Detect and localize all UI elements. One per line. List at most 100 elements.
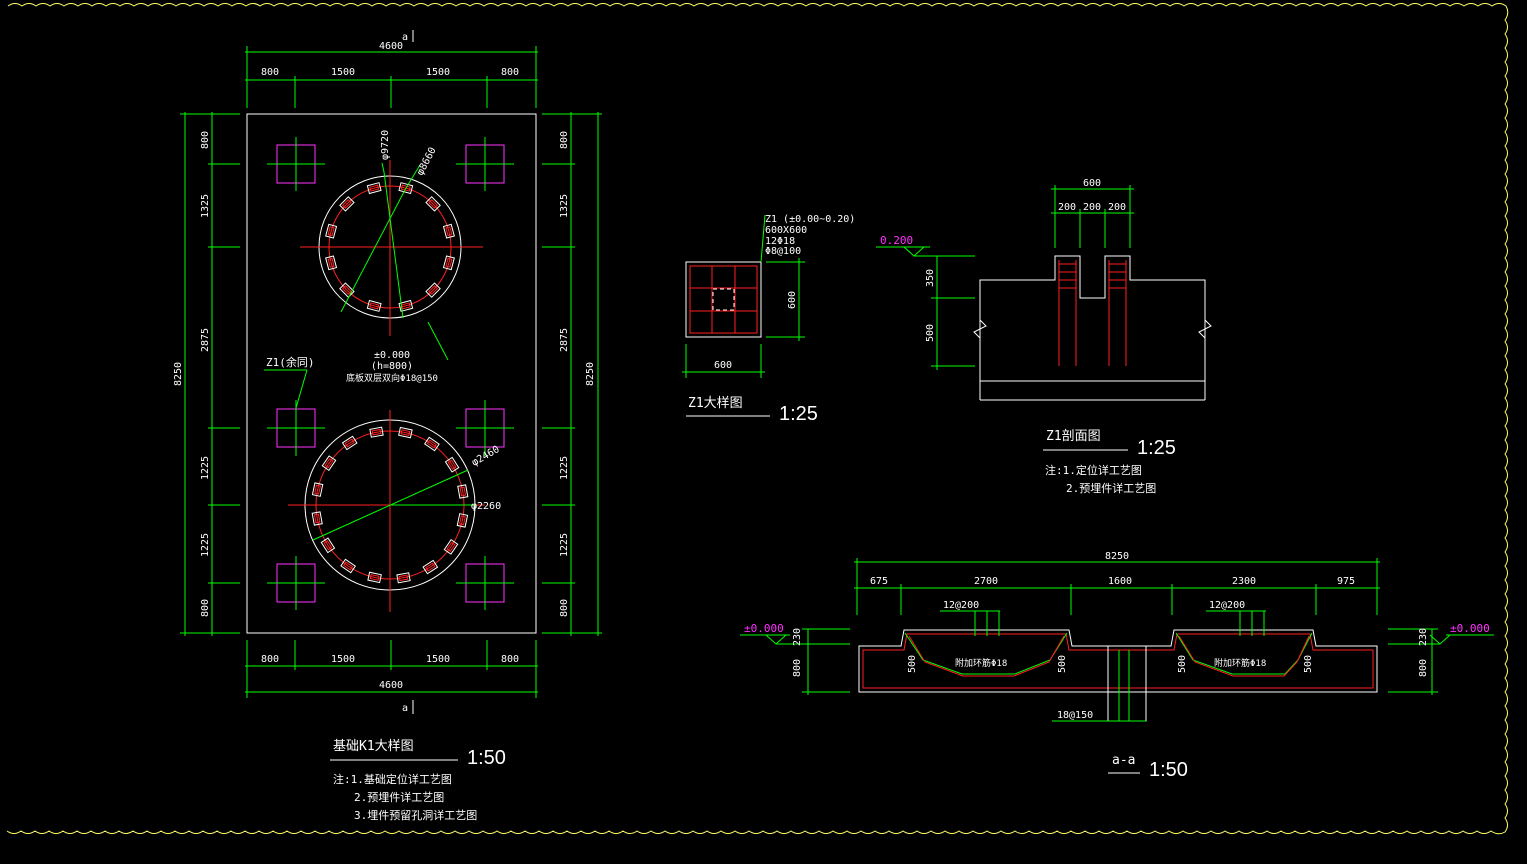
tank-rebar-block <box>366 299 382 312</box>
tank-rebar-block-inner <box>428 285 439 296</box>
section-aa-view: 8250 675 2700 1600 2300 975 12@200 1 <box>740 551 1494 781</box>
tank-rebar-block-inner <box>341 285 352 296</box>
tank-rebar-block <box>444 456 460 473</box>
tank-rebar-block <box>340 558 357 574</box>
tank-rebar-block <box>341 435 358 451</box>
z1-section-scale: 1:25 <box>1137 437 1176 459</box>
tank-rebar-block <box>398 426 413 439</box>
z1-section-break-marks <box>973 319 1212 339</box>
aa-elevation-right: ±0.000 <box>1450 622 1490 635</box>
tank-rebar-block-inner <box>341 198 352 209</box>
aa-bottom-rebar: 18@150 <box>1057 710 1093 721</box>
tank-rebar-block-inner <box>426 439 438 449</box>
z1-spec-4: Φ8@100 <box>765 246 801 257</box>
tank-rebar-block-inner <box>344 438 355 448</box>
tank-rebar-block <box>425 196 441 212</box>
k1-right-dim-6: 800 <box>559 599 570 617</box>
tank-rebar-block-inner <box>445 257 453 268</box>
k1-right-dim-3: 2875 <box>559 328 570 352</box>
aa-trough-depth-2: 500 <box>1057 655 1068 673</box>
tank-rebar-block <box>442 255 455 271</box>
k1-left-dim-2: 1325 <box>200 194 211 218</box>
k1-note-1: 注:1.基础定位详工艺图 <box>333 772 452 786</box>
k1-bottom-section-letter: a <box>402 703 408 714</box>
tank-rebar-block <box>367 571 382 584</box>
z1-spec-3: 12Φ18 <box>765 236 795 247</box>
k1-rebar-note: 底板双层双向Φ18@150 <box>346 372 438 384</box>
aa-rebar-right: 12@200 <box>1209 600 1245 611</box>
tank-rebar-block <box>311 511 323 526</box>
aa-trough-depth-3: 500 <box>1177 655 1188 673</box>
z1-section-elevation: 0.200 <box>880 234 913 247</box>
k1-left-dim-6: 800 <box>200 599 211 617</box>
k1-right-dimensions <box>542 112 602 636</box>
aa-left-elevation-dims <box>740 628 850 695</box>
tank-rebar-block-inner <box>324 457 334 469</box>
aa-dim-1: 675 <box>870 576 888 587</box>
z1-section-outline <box>979 255 1206 400</box>
aa-section-outline <box>858 629 1378 693</box>
aa-rebar-left: 12@200 <box>943 600 979 611</box>
aa-left-dim-2: 800 <box>792 659 803 677</box>
z1-section-left-dims <box>931 255 975 370</box>
k1-bottom-dim-3: 1500 <box>426 654 450 665</box>
z1-detail-scale: 1:25 <box>779 403 818 425</box>
z1-spec-2: 600X600 <box>765 225 807 236</box>
k1-right-dim-5: 1225 <box>559 533 570 557</box>
tank-rebar-block-inner <box>327 226 335 237</box>
aa-section-rebar-outline <box>862 633 1374 689</box>
tank-rebar-block <box>369 426 384 438</box>
aa-left-dim-1: 230 <box>792 628 803 646</box>
aa-right-elevation-dims <box>1388 628 1494 695</box>
k1-scale: 1:50 <box>467 747 506 769</box>
aa-top-dims <box>854 558 1380 615</box>
k1-bottom-dimensions <box>245 640 538 698</box>
aa-dim-2: 2700 <box>974 576 998 587</box>
tank-rebar-block <box>423 436 440 452</box>
k1-bottom-dim-2: 1500 <box>331 654 355 665</box>
k1-left-dim-3: 2875 <box>200 328 211 352</box>
z1-section-height-1: 350 <box>925 269 936 287</box>
z1-section-height-2: 500 <box>925 324 936 342</box>
z1-outline <box>685 261 762 338</box>
tank-rebar-block <box>321 455 337 472</box>
k1-left-dimensions <box>180 112 240 636</box>
k1-left-total-dim: 8250 <box>173 362 184 386</box>
tank-rebar-block-inner <box>428 198 439 209</box>
upper-tank-outer-dia: φ9720 <box>380 130 391 160</box>
tank-rebar-block-inner <box>369 302 380 310</box>
z1-section-view: 600 200 200 200 0.200 350 500 <box>876 178 1212 495</box>
tank-rebar-block <box>398 182 414 195</box>
tank-rebar-block-inner <box>314 484 321 495</box>
k1-bottom-dim-4: 800 <box>501 654 519 665</box>
tank-rebar-block <box>422 559 439 575</box>
aa-right-dim-1: 230 <box>1418 628 1429 646</box>
tank-rebar-block <box>325 223 338 239</box>
k1-left-dim-1: 800 <box>200 131 211 149</box>
z1-detail-title: Z1大样图 <box>688 396 743 411</box>
z1-center-hole <box>712 288 735 311</box>
tank-rebar-block-inner <box>342 561 354 571</box>
lower-tank-inner-dia: φ2260 <box>471 501 501 512</box>
tank-rebar-block <box>457 484 469 499</box>
tank-rebar-block-inner <box>369 184 380 192</box>
aa-scale: 1:50 <box>1149 759 1188 781</box>
k1-top-dim-2: 1500 <box>331 67 355 78</box>
aa-center-column <box>1052 645 1147 722</box>
k1-foundation-outline <box>246 113 537 634</box>
k1-top-section-mark: a <box>402 30 414 43</box>
z1-spec-1: Z1 (±0.00~0.20) <box>765 214 855 225</box>
k1-note-2: 2.预埋件详工艺图 <box>354 790 444 804</box>
k1-top-dim-3: 1500 <box>426 67 450 78</box>
k1-right-dim-2: 1325 <box>559 194 570 218</box>
tank-rebar-block <box>311 482 324 497</box>
aa-dim-3: 1600 <box>1108 576 1132 587</box>
tank-rebar-block-inner <box>446 541 456 553</box>
k1-plan-view: 4600 800 1500 1500 800 a 800 1500 1500 8… <box>173 30 602 822</box>
tank-rebar-block-inner <box>459 486 467 497</box>
z1-section-elevation-marker <box>876 246 955 257</box>
k1-top-section-letter: a <box>402 32 408 43</box>
upper-tank-inner-dia: φ8660 <box>415 146 439 178</box>
aa-title: a-a <box>1112 753 1135 768</box>
